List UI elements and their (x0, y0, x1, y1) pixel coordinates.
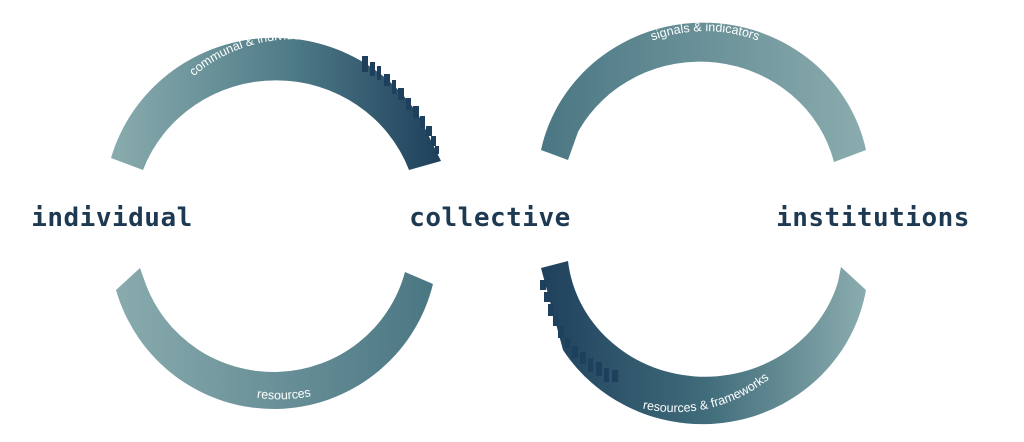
node-individual: individual (31, 203, 193, 233)
node-institutions: institutions (776, 203, 970, 233)
arc-shape (116, 268, 433, 409)
arc-shape (111, 38, 441, 170)
arc-resources-frameworks: resources & frameworks (540, 261, 866, 424)
arc-resources: resources (116, 268, 433, 409)
node-collective: collective (409, 203, 571, 233)
arc-communal-benefits: communal & individual benefits (111, 28, 441, 170)
arc-signals-indicators: signals & indicators (541, 20, 866, 162)
arc-shape (541, 23, 866, 162)
